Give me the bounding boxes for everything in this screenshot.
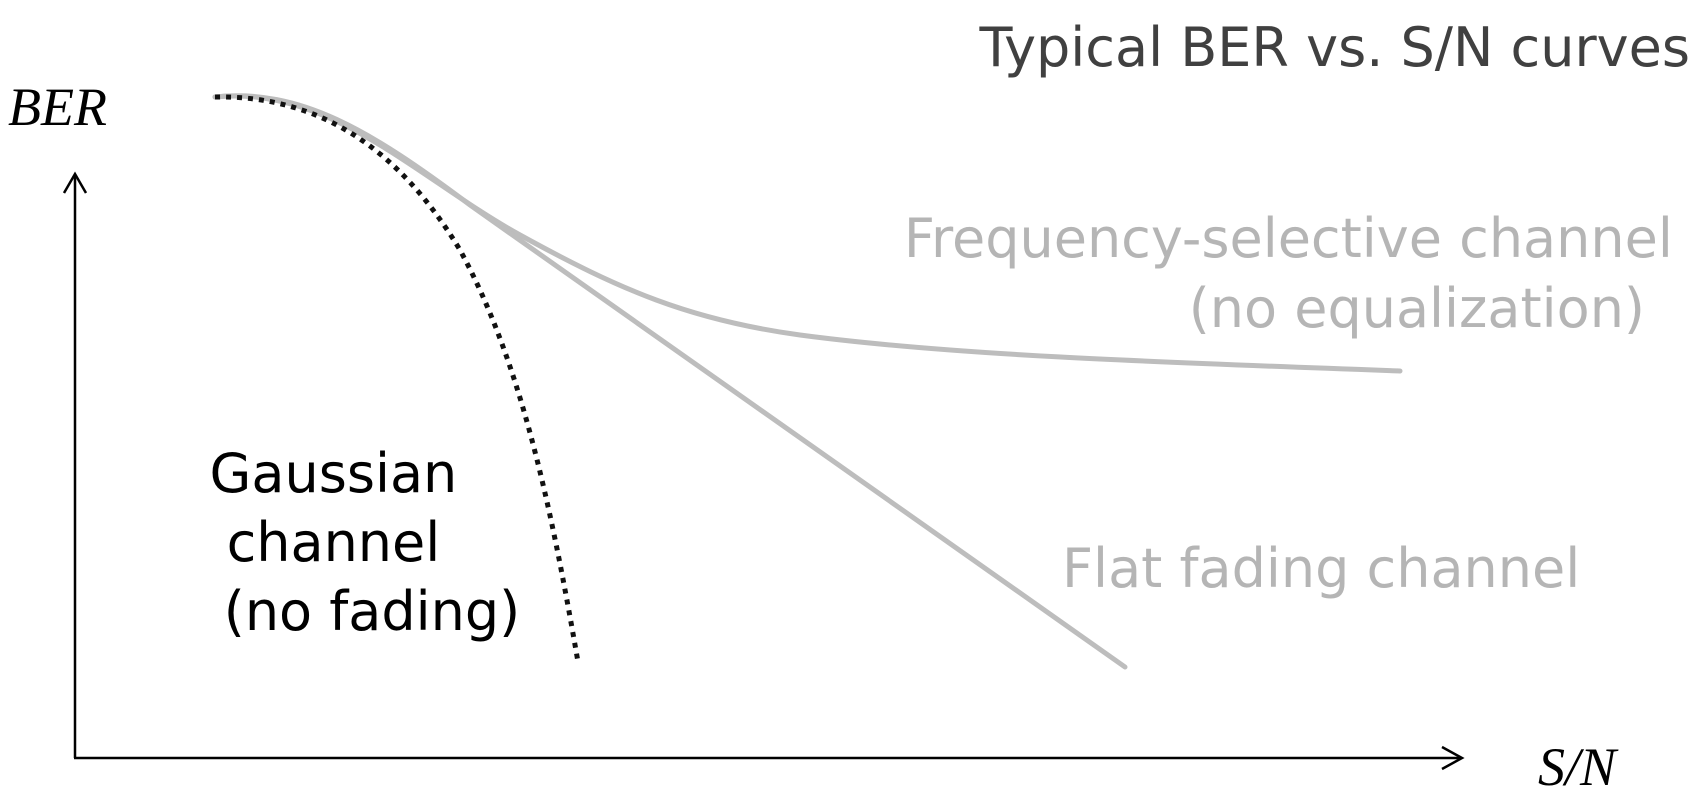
x-axis-arrowhead bbox=[1441, 745, 1465, 771]
y-axis-arrowhead bbox=[62, 171, 88, 194]
x-axis-label: S/N bbox=[1538, 737, 1619, 797]
frequency-selective-label-line-2: (no equalization) bbox=[1189, 277, 1645, 340]
gaussian-label-line-3: (no fading) bbox=[224, 580, 520, 643]
diagram-title: Typical BER vs. S/N curves bbox=[979, 16, 1691, 79]
gaussian-curve bbox=[214, 94, 581, 663]
frequency-selective-label: Frequency-selective channel (no equaliza… bbox=[904, 207, 1690, 340]
axes bbox=[62, 171, 1465, 771]
y-axis-label: BER bbox=[8, 77, 107, 137]
gaussian-label-line-1: Gaussian bbox=[210, 442, 458, 505]
frequency-selective-label-line-1: Frequency-selective channel bbox=[904, 207, 1673, 270]
flat-fading-label: Flat fading channel bbox=[1062, 537, 1580, 600]
gaussian-label: Gaussian channel (no fading) bbox=[210, 442, 521, 643]
gaussian-label-line-2: channel bbox=[227, 511, 441, 574]
